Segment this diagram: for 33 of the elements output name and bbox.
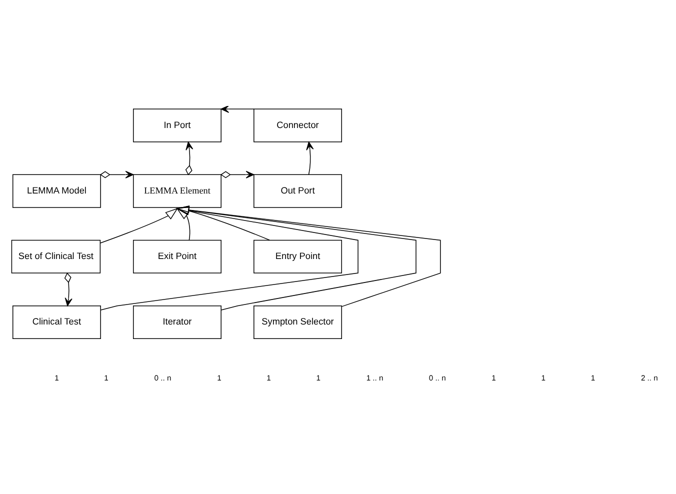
node-box: Out Port (254, 174, 342, 208)
arrow (220, 170, 254, 178)
label: 1 (492, 373, 496, 382)
node-box: Iterator (133, 304, 222, 339)
node-box: Sympton Selector (254, 304, 342, 339)
arrow (176, 206, 270, 240)
node-box: LEMMA Element (133, 174, 222, 208)
label: 0 .. n (428, 373, 446, 382)
label: 0 .. n (154, 373, 172, 382)
arrow (306, 141, 314, 175)
arrow (100, 207, 178, 243)
node-box: Clinical Test (12, 304, 101, 339)
label: 1 .. n (366, 373, 384, 382)
arrow (176, 207, 190, 240)
node-box: Set of Clinical Test (11, 239, 101, 273)
label: 1 (104, 373, 108, 382)
label: 1 (316, 373, 320, 382)
arrow (100, 170, 134, 178)
node-box: In Port (133, 108, 222, 142)
node-box: Entry Point (254, 239, 342, 273)
arrow (185, 141, 194, 175)
label: 1 (54, 373, 59, 382)
node-box: Exit Point (133, 239, 222, 273)
label: 1 (266, 373, 271, 382)
arrow (100, 206, 358, 310)
label: 1 (590, 373, 596, 382)
label: 1 (217, 373, 222, 382)
node-box: LEMMA Model (12, 174, 101, 208)
arrow (220, 106, 254, 112)
arrow (64, 272, 72, 306)
node-box: Connector (254, 108, 342, 142)
label: 1 (541, 373, 546, 382)
label: 2 .. n (640, 373, 658, 382)
